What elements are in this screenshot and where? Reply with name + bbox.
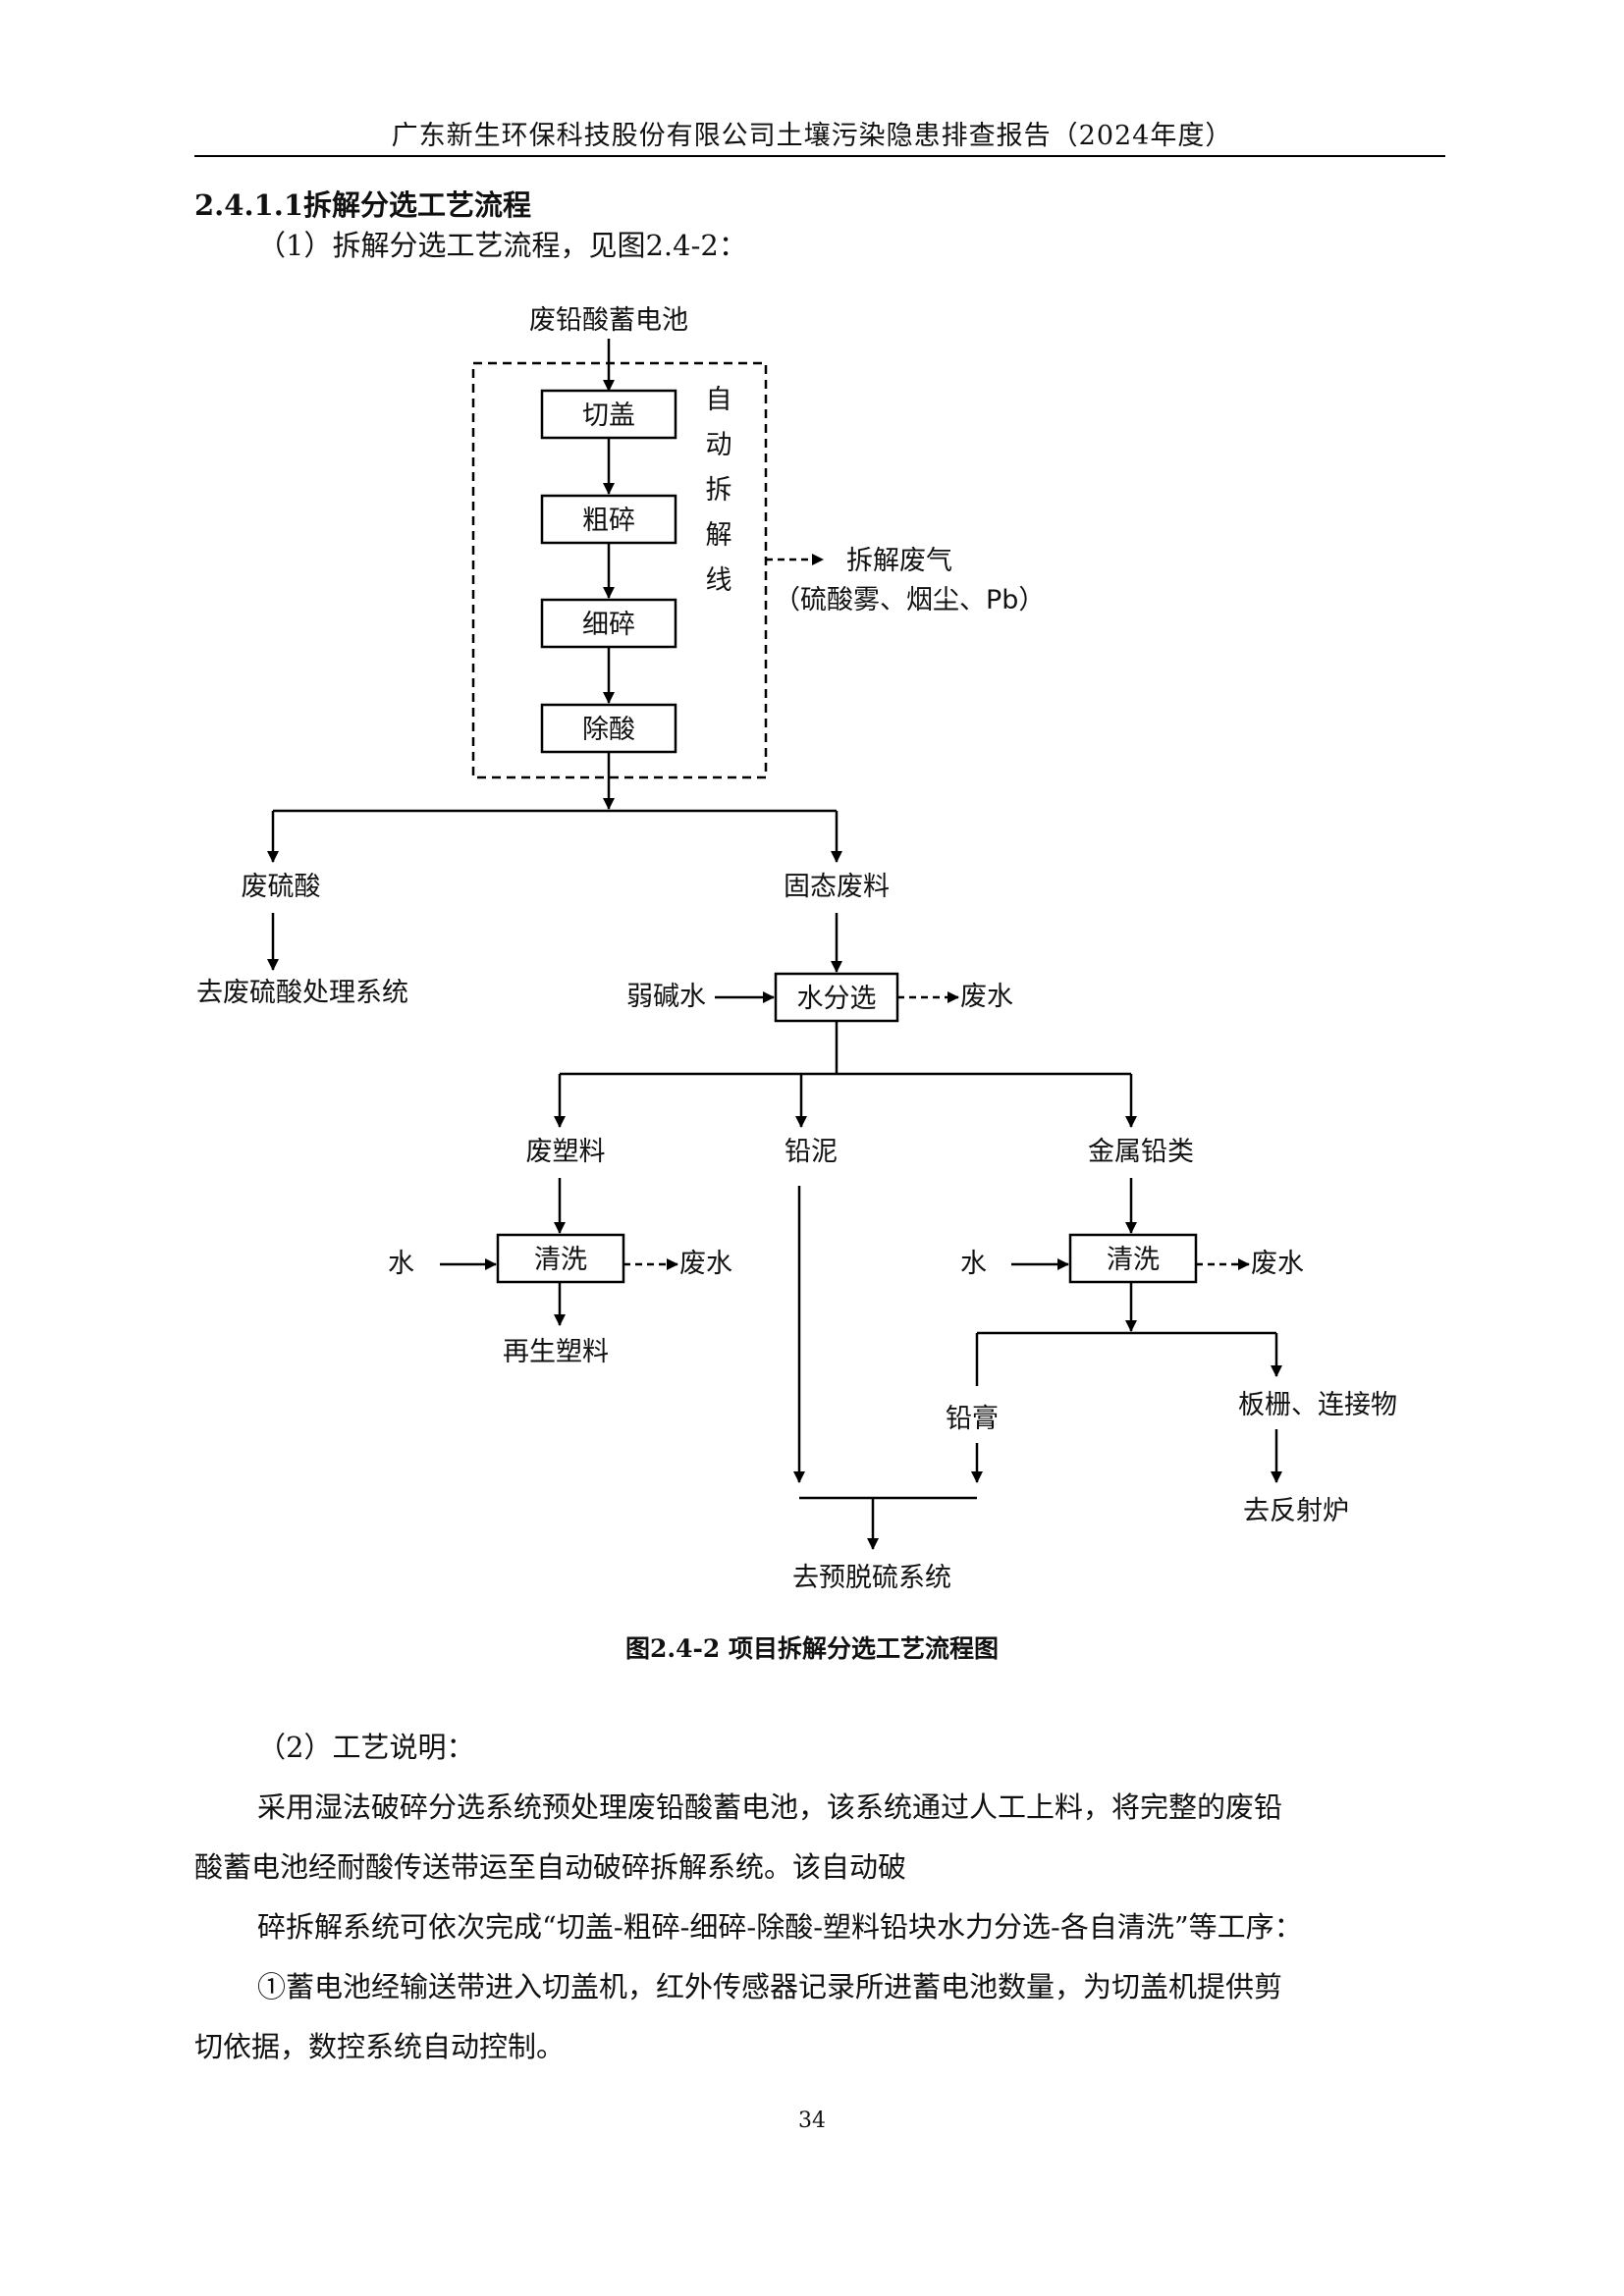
- waste-water-label-3: 废水: [1251, 1249, 1304, 1279]
- figure-caption: 图2.4-2 项目拆解分选工艺流程图: [625, 1634, 999, 1663]
- desulfurization-label: 去预脱硫系统: [792, 1563, 951, 1593]
- waste-plastic-label: 废塑料: [526, 1137, 606, 1167]
- metal-wash-label: 清洗: [1107, 1245, 1160, 1275]
- battery-input-label: 废铅酸蓄电池: [529, 305, 688, 336]
- grid-connectors-label: 板栅、连接物: [1238, 1390, 1397, 1420]
- step-cut-cover-label: 切盖: [582, 400, 635, 431]
- plastic-wash-label: 清洗: [534, 1245, 587, 1275]
- line-label-char-5: 线: [706, 565, 732, 596]
- water-label-1: 水: [388, 1249, 414, 1279]
- metal-lead-label: 金属铅类: [1088, 1137, 1194, 1167]
- reverberatory-label: 去反射炉: [1243, 1496, 1349, 1526]
- header-rule: [194, 155, 1445, 157]
- recycled-plastic-label: 再生塑料: [503, 1337, 609, 1367]
- line-label-char-2: 动: [706, 430, 732, 460]
- step-fine-crush-label: 细碎: [582, 610, 635, 640]
- page-number: 34: [798, 2109, 826, 2133]
- lead-paste-label: 铅膏: [946, 1404, 999, 1434]
- page-header-title: 广东新生环保科技股份有限公司土壤污染隐患排查报告（2024年度）: [391, 121, 1233, 151]
- weak-alkali-label: 弱碱水: [626, 982, 706, 1012]
- water-separation-box: [774, 972, 899, 1023]
- step-coarse-crush-label: 粗碎: [582, 506, 635, 536]
- process-flow-diagram: 废铅酸蓄电池 切盖 粗碎 细碎 除酸 自 动 拆 解 线 拆解废气 （硫酸雾、烟…: [196, 305, 1397, 1593]
- metal-wash-box: [1068, 1233, 1198, 1284]
- process-line-1: 采用湿法破碎分选系统预处理废铅酸蓄电池，该系统通过人工上料，将完整的废铅: [257, 1790, 1283, 1824]
- plastic-wash-box: [496, 1233, 625, 1284]
- step-acid-removal-label: 除酸: [582, 715, 635, 745]
- solid-waste-label: 固态废料: [784, 872, 890, 902]
- line-label-char-4: 解: [706, 520, 732, 551]
- section-heading: 2.4.1.1拆解分选工艺流程: [194, 188, 532, 222]
- process-heading: （2）工艺说明：: [257, 1731, 475, 1764]
- water-separation-label: 水分选: [797, 984, 877, 1014]
- waste-acid-label: 废硫酸: [242, 872, 321, 902]
- step-fine-crush-box: [540, 598, 677, 649]
- waste-water-label-2: 废水: [679, 1249, 732, 1279]
- waste-water-label-1: 废水: [960, 982, 1013, 1012]
- process-line-5: 切依据，数控系统自动控制。: [194, 2030, 566, 2063]
- process-line-3: 碎拆解系统可依次完成“切盖-粗碎-细碎-除酸-塑料铅块水力分选-各自清洗”等工序…: [257, 1910, 1303, 1944]
- step-cut-cover-box: [540, 389, 677, 440]
- lead-mud-label: 铅泥: [785, 1137, 838, 1167]
- process-line-2: 酸蓄电池经耐酸传送带运至自动破碎拆解系统。该自动破: [194, 1850, 907, 1884]
- exhaust-label: 拆解废气: [846, 546, 952, 576]
- water-label-2: 水: [960, 1249, 987, 1279]
- acid-system-label: 去废硫酸处理系统: [196, 978, 408, 1008]
- process-line-4: ①蓄电池经输送带进入切盖机，红外传感器记录所进蓄电池数量，为切盖机提供剪: [257, 1970, 1283, 2003]
- line-label-char-3: 拆: [706, 475, 732, 506]
- exhaust-detail: （硫酸雾、烟尘、Pb）: [774, 585, 1045, 615]
- intro-paragraph: （1）拆解分选工艺流程，见图2.4-2：: [257, 229, 747, 262]
- step-coarse-crush-box: [540, 494, 677, 545]
- line-label-char-1: 自: [706, 385, 732, 415]
